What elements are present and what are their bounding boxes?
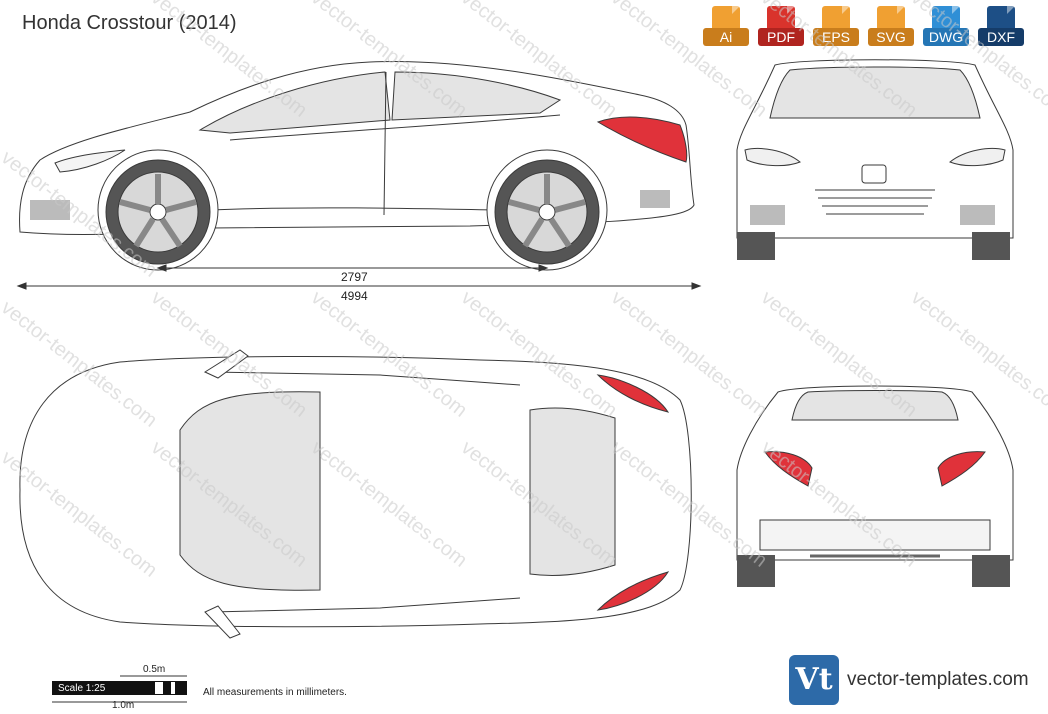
scale-label: Scale 1:25	[58, 683, 106, 694]
dimension-lines	[16, 264, 702, 290]
top-rear-glass	[529, 407, 616, 576]
rear-body-outline	[736, 385, 1014, 561]
rear-tire-left	[737, 555, 775, 587]
side-view	[19, 61, 695, 271]
length-label: 4994	[341, 289, 368, 303]
front-tire-right	[972, 232, 1010, 260]
top-roof-glass	[179, 391, 321, 591]
measurement-note: All measurements in millimeters.	[203, 687, 347, 698]
format-ai-label: Ai	[703, 28, 749, 46]
format-dwg[interactable]: DWG	[923, 6, 972, 50]
side-window-rear	[391, 71, 562, 121]
front-headlight-right	[949, 148, 1006, 167]
rear-view	[736, 385, 1014, 587]
front-tire-left	[737, 232, 775, 260]
vt-logo-icon: Vt	[789, 655, 839, 705]
wheelbase-label: 2797	[341, 270, 368, 284]
honda-logo	[861, 164, 887, 184]
front-grille	[815, 189, 935, 215]
rear-taillight-left	[764, 451, 813, 487]
format-dxf-label: DXF	[978, 28, 1024, 46]
side-taillight	[596, 116, 688, 163]
format-bar: Ai PDF EPS SVG DWG DXF	[703, 6, 1027, 50]
top-taillight-lower	[596, 571, 670, 611]
format-pdf[interactable]: PDF	[758, 6, 807, 50]
side-headlight	[54, 149, 126, 173]
format-svg[interactable]: SVG	[868, 6, 917, 50]
top-view	[19, 349, 692, 639]
front-headlight-left	[744, 148, 801, 167]
format-dxf[interactable]: DXF	[978, 6, 1027, 50]
front-windshield	[769, 66, 981, 119]
rear-taillight-right	[937, 451, 986, 487]
rear-bumper	[759, 519, 991, 551]
mirror-lower	[204, 605, 241, 639]
rear-glass	[791, 390, 959, 421]
brand-text: vector-templates.com	[847, 669, 1029, 690]
format-pdf-label: PDF	[758, 28, 804, 46]
brand-logo[interactable]: Vt vector-templates.com	[789, 655, 1029, 705]
page-title: Honda Crosstour (2014)	[22, 12, 237, 34]
format-eps-label: EPS	[813, 28, 859, 46]
scale-half-meter: 0.5m	[143, 664, 166, 675]
format-eps[interactable]: EPS	[813, 6, 862, 50]
front-view	[736, 59, 1014, 260]
scale-bar	[52, 675, 187, 703]
mirror-upper	[203, 349, 249, 379]
side-window	[198, 71, 391, 134]
scale-one-meter: 1.0m	[112, 700, 135, 711]
rear-tire-right	[972, 555, 1010, 587]
format-dwg-label: DWG	[923, 28, 969, 46]
format-svg-label: SVG	[868, 28, 914, 46]
format-ai[interactable]: Ai	[703, 6, 752, 50]
top-taillight-upper	[596, 374, 670, 413]
